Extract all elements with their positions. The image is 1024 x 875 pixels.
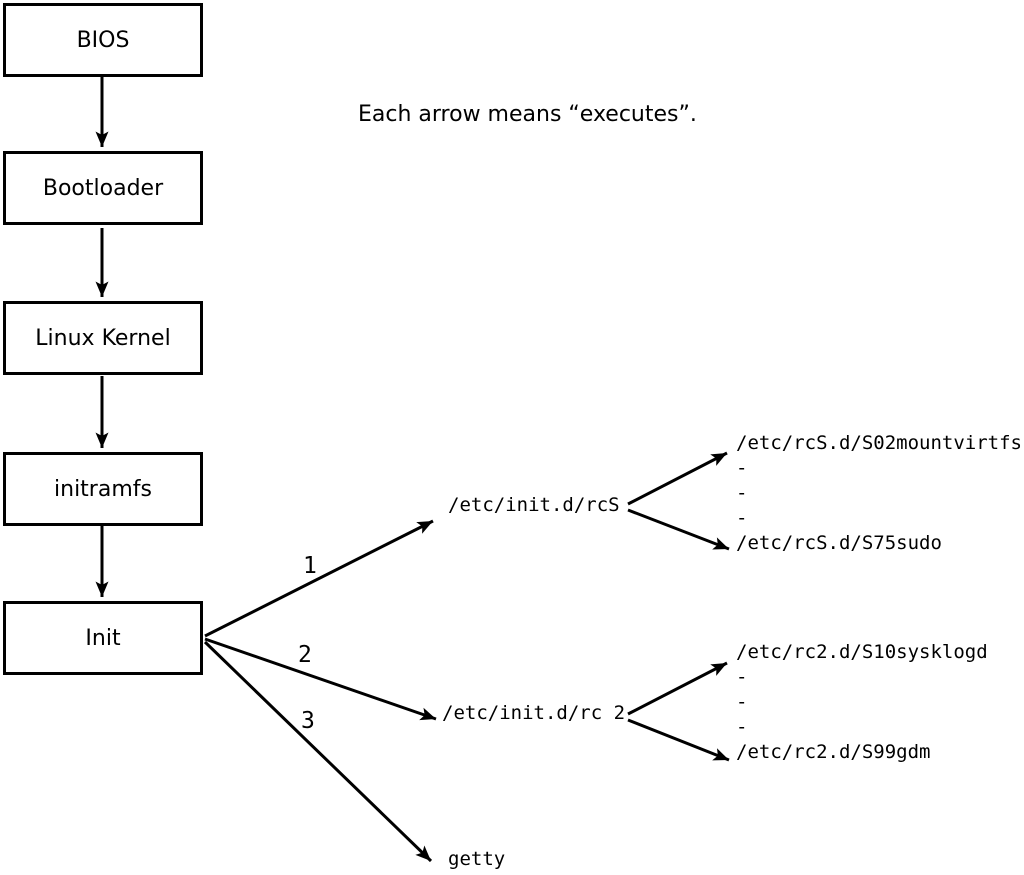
arrow-init-to-rc2-icon xyxy=(204,637,437,721)
edge-label-2: 2 xyxy=(298,642,312,668)
rcs-child-s75sudo: /etc/rcS.d/S75sudo xyxy=(736,532,942,554)
node-etc-init-d-rcs: /etc/init.d/rcS xyxy=(448,494,620,516)
rc2-children-list: /etc/rc2.d/S10sysklogd - - - /etc/rc2.d/… xyxy=(736,640,988,765)
arrow-rcs-to-s02mountvirtfs-icon xyxy=(627,451,728,506)
rc2-child-ellipsis-dash: - xyxy=(736,666,748,688)
node-getty: getty xyxy=(448,848,506,870)
legend-note: Each arrow means “executes”. xyxy=(358,102,697,127)
rcs-children-list: /etc/rcS.d/S02mountvirtfs - - - /etc/rcS… xyxy=(736,431,1022,556)
rcs-child-ellipsis-dash: - xyxy=(736,457,748,479)
flow-box-bootloader: Bootloader xyxy=(3,151,203,225)
rc2-child-s99gdm: /etc/rc2.d/S99gdm xyxy=(736,741,931,763)
flow-box-initramfs: initramfs xyxy=(3,452,203,526)
rc2-child-ellipsis-dash: - xyxy=(736,691,748,713)
rcs-child-s02mountvirtfs: /etc/rcS.d/S02mountvirtfs xyxy=(736,432,1022,454)
flow-box-linux-kernel: Linux Kernel xyxy=(3,301,203,375)
arrow-init-to-getty-icon xyxy=(203,640,433,863)
flow-box-bootloader-label: Bootloader xyxy=(42,175,164,201)
arrow-rc2-to-s99gdm-icon xyxy=(627,718,730,762)
rcs-child-ellipsis-dash: - xyxy=(736,507,748,529)
node-etc-init-d-rc2: /etc/init.d/rc 2 xyxy=(442,702,626,724)
arrow-rc2-to-s10sysklogd-icon xyxy=(627,661,728,716)
flow-box-bios-label: BIOS xyxy=(76,27,130,53)
rc2-child-ellipsis-dash: - xyxy=(736,716,748,738)
flow-box-bios: BIOS xyxy=(3,3,203,77)
edge-label-3: 3 xyxy=(301,708,315,734)
edge-label-1: 1 xyxy=(303,553,317,579)
flow-box-linux-kernel-label: Linux Kernel xyxy=(35,325,171,351)
rcs-child-ellipsis-dash: - xyxy=(736,482,748,504)
arrow-init-to-rcs-icon xyxy=(204,519,434,638)
flow-box-initramfs-label: initramfs xyxy=(54,476,152,502)
flow-box-init: Init xyxy=(3,601,203,675)
rc2-child-s10sysklogd: /etc/rc2.d/S10sysklogd xyxy=(736,641,988,663)
flow-box-init-label: Init xyxy=(85,625,121,651)
arrow-rcs-to-s75sudo-icon xyxy=(627,508,730,551)
